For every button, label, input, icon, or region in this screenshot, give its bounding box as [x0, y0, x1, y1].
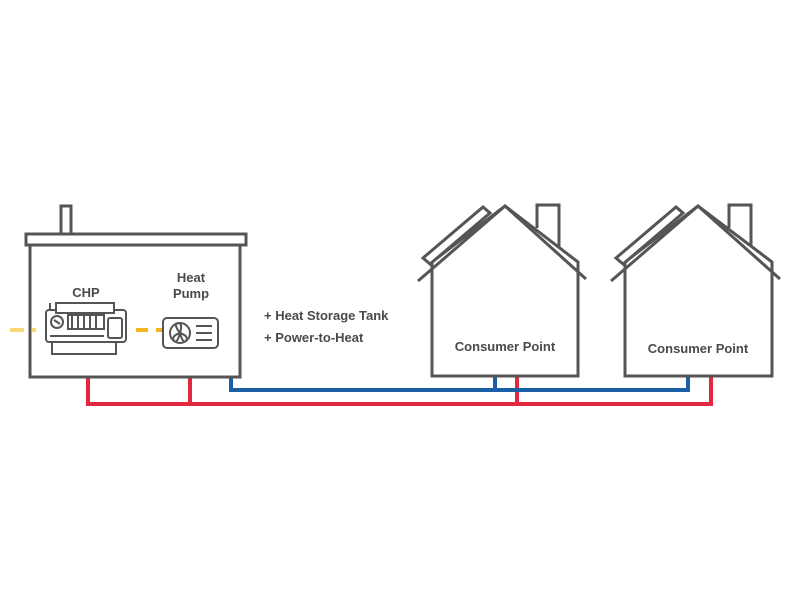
- house-1-chimney: [535, 203, 561, 250]
- supply-pipe-main: [86, 360, 713, 406]
- house-2-chimney: [727, 203, 753, 250]
- consumer-2-label: Consumer Point: [648, 341, 749, 356]
- house-1-roof: [417, 204, 588, 283]
- house-2-solar-panel: [613, 205, 686, 266]
- consumer-house-1: [417, 203, 588, 378]
- chp-engine-icon: [45, 302, 127, 355]
- consumer-1-label: Consumer Point: [455, 339, 556, 354]
- house-1-solar-panel: [420, 205, 493, 266]
- house-2-roof: [610, 204, 781, 283]
- consumer-house-2: [610, 203, 781, 378]
- extra-power-to-heat: + Power-to-Heat: [264, 330, 364, 345]
- heat-pump-label-line1: Heat: [177, 270, 206, 285]
- extra-heat-storage-tank: + Heat Storage Tank: [264, 308, 389, 323]
- chp-label: CHP: [72, 285, 100, 300]
- heat-pump-label-line2: Pump: [173, 286, 209, 301]
- plant-roof: [24, 232, 248, 247]
- plant-chimney: [59, 204, 73, 236]
- heat-pump-icon: [162, 317, 219, 349]
